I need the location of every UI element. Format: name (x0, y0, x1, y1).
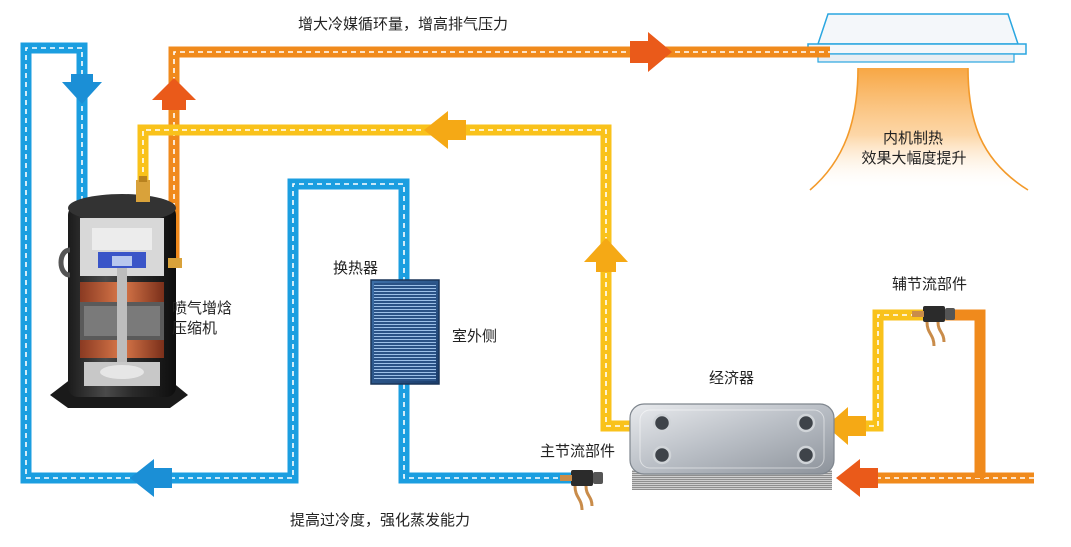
orange-pipe-aux-branch (945, 309, 986, 478)
heat-exchanger-label: 换热器 (333, 259, 379, 277)
indoor-unit (807, 13, 1029, 191)
heat-plume (810, 68, 1028, 190)
flow-arrows (62, 32, 878, 497)
blue-left-arrow-icon (130, 459, 172, 497)
yellow-pipe-network (137, 124, 925, 432)
yellow-up-arrow-icon (584, 238, 628, 272)
expansion-valve-icon (560, 470, 603, 511)
compressor-label-line2: 压缩机 (172, 319, 218, 337)
indoor-effect-label-line2: 效果大幅度提升 (861, 149, 967, 167)
indoor-effect-label-line1: 内机制热 (882, 129, 943, 147)
economizer-label: 经济器 (709, 369, 755, 387)
blue-down-arrow-icon (62, 74, 102, 104)
orange-up-arrow-icon (152, 78, 196, 110)
main-throttle-label: 主节流部件 (540, 442, 616, 460)
bottom-flow-label: 提高过冷度，强化蒸发能力 (290, 511, 471, 529)
yellow-left-arrow-icon (424, 111, 466, 149)
heat-plume-outline-right (967, 67, 1029, 191)
yellow-left-arrow-small-icon (826, 407, 866, 445)
economizer-ports (652, 413, 816, 465)
top-flow-label: 增大冷媒循环量，增高排气压力 (298, 15, 509, 33)
orange-left-arrow-icon (836, 459, 878, 497)
heat-plume-outline-left (809, 67, 859, 191)
orange-pipe-network (168, 46, 1034, 484)
outdoor-side-label: 室外侧 (452, 327, 498, 345)
ceiling-cassette-unit-icon (807, 13, 1027, 63)
heat-exchanger-icon (370, 279, 440, 385)
orange-pipe-discharge (168, 46, 830, 262)
blue-pipe-lower (398, 384, 575, 484)
aux-throttle-label: 辅节流部件 (892, 275, 968, 293)
compressor-label-line1: 喷气增焓 (172, 299, 233, 317)
plate-heat-exchanger-icon (629, 403, 835, 490)
aux-expansion-valve-icon (912, 306, 955, 347)
compressor-icon (50, 176, 188, 408)
orange-right-arrow-icon (630, 32, 672, 72)
